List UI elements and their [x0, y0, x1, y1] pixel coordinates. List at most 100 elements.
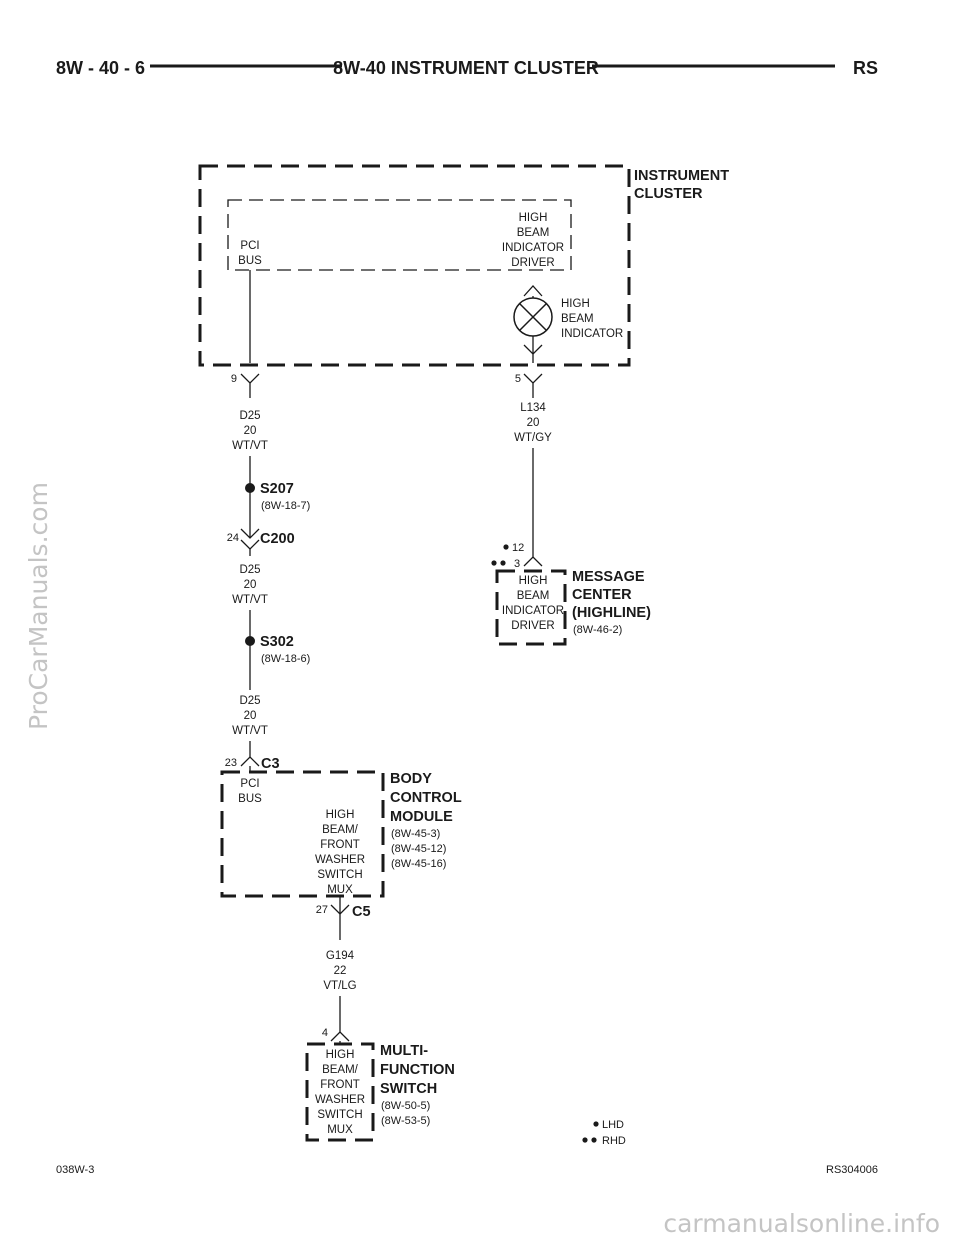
instrument-cluster: INSTRUMENT CLUSTER PCI BUS HIGH BEAM IND… — [198, 164, 729, 367]
cluster-pci-bus-1: PCI — [240, 240, 259, 252]
bcm-switch-4: WASHER — [315, 854, 365, 866]
footer-right-code: RS304006 — [826, 1164, 878, 1176]
bcm-box — [220, 770, 385, 898]
l134-gauge: 20 — [527, 417, 540, 429]
cluster-pin-9-connector — [240, 373, 260, 384]
message-center-ref: (8W-46-2) — [573, 624, 622, 636]
lamp-label-2: BEAM — [561, 313, 594, 325]
c200-connector-lower — [240, 539, 260, 550]
d25-a-color: WT/VT — [232, 440, 268, 452]
c200-pin: 24 — [227, 532, 239, 544]
instrument-cluster-title-1: INSTRUMENT — [634, 168, 729, 184]
message-center-title-2: CENTER — [572, 587, 632, 603]
c3-name: C3 — [261, 756, 280, 772]
mfs-switch-3: FRONT — [320, 1079, 360, 1091]
bcm-switch-5: SWITCH — [317, 869, 362, 881]
legend-lhd-dot — [593, 1121, 599, 1127]
c200-name: C200 — [260, 531, 295, 547]
c5-pin: 27 — [316, 904, 328, 916]
cluster-driver-4: DRIVER — [511, 257, 554, 269]
rhd-dot-2 — [500, 560, 506, 566]
lamp-connector-top — [523, 285, 543, 297]
message-center-box — [495, 569, 567, 646]
mfs-switch-4: WASHER — [315, 1094, 365, 1106]
message-center: HIGH BEAM INDICATOR DRIVER MESSAGE CENTE… — [495, 569, 651, 646]
legend-rhd-dot-2 — [591, 1137, 597, 1143]
washer-switch-circuit: 27 C5 G194 22 VT/LG 4 — [316, 896, 371, 1044]
bcm-ref-1: (8W-45-3) — [391, 828, 440, 840]
c3-connector — [240, 756, 260, 767]
mfs-pin: 4 — [322, 1027, 328, 1039]
page-code: 8W - 40 - 6 — [56, 58, 145, 78]
bcm-title-2: CONTROL — [390, 790, 462, 806]
s207-splice-dot — [245, 483, 255, 493]
d25-b-color: WT/VT — [232, 594, 268, 606]
cluster-internal-box — [227, 199, 572, 271]
lhd-dot — [503, 544, 509, 550]
cluster-driver-1: HIGH — [519, 212, 548, 224]
bottom-watermark: carmanualsonline.info — [663, 1209, 940, 1238]
footer-left-code: 038W-3 — [56, 1164, 94, 1176]
mfs-title-3: SWITCH — [380, 1081, 437, 1097]
legend-rhd-dot-1 — [582, 1137, 588, 1143]
high-beam-indicator-circuit: 5 L134 20 WT/GY 12 3 — [491, 373, 552, 570]
instrument-cluster-title-2: CLUSTER — [634, 186, 703, 202]
l134-color: WT/GY — [514, 432, 552, 444]
s207-name: S207 — [260, 481, 294, 497]
cluster-pci-bus-2: BUS — [238, 255, 262, 267]
page-footer: 038W-3 RS304006 — [56, 1164, 878, 1176]
lamp-label-3: INDICATOR — [561, 328, 623, 340]
message-center-driver-3: INDICATOR — [502, 605, 564, 617]
g194-color: VT/LG — [323, 980, 356, 992]
mfs-switch-5: SWITCH — [317, 1109, 362, 1121]
d25-c-circuit: D25 — [239, 695, 260, 707]
bcm-pci-bus-1: PCI — [240, 778, 259, 790]
legend-lhd: LHD — [602, 1119, 624, 1131]
bcm-ref-3: (8W-45-16) — [391, 858, 446, 870]
message-center-driver-2: BEAM — [517, 590, 550, 602]
message-center-pin-rhd: 3 — [514, 558, 520, 570]
message-center-connector — [523, 556, 543, 567]
mfs-ref-1: (8W-50-5) — [381, 1100, 430, 1112]
mfs-box — [305, 1042, 375, 1142]
bcm-switch-3: FRONT — [320, 839, 360, 851]
rhd-dot-1 — [491, 560, 497, 566]
g194-gauge: 22 — [334, 965, 347, 977]
c3-pin: 23 — [225, 757, 237, 769]
instrument-cluster-box — [198, 164, 631, 367]
cluster-pin-9: 9 — [231, 373, 237, 385]
s207-ref: (8W-18-7) — [261, 500, 310, 512]
s302-ref: (8W-18-6) — [261, 653, 310, 665]
legend: LHD RHD — [582, 1119, 626, 1147]
c5-name: C5 — [352, 904, 371, 920]
message-center-driver-4: DRIVER — [511, 620, 554, 632]
mfs-title-1: MULTI- — [380, 1043, 428, 1059]
mfs-ref-2: (8W-53-5) — [381, 1115, 430, 1127]
bcm-title-3: MODULE — [390, 809, 453, 825]
bcm-pci-bus-2: BUS — [238, 793, 262, 805]
body-control-module: PCI BUS HIGH BEAM/ FRONT WASHER SWITCH M… — [220, 770, 462, 898]
mfs-title-2: FUNCTION — [380, 1062, 455, 1078]
s302-splice-dot — [245, 636, 255, 646]
message-center-title-3: (HIGHLINE) — [572, 605, 651, 621]
bcm-switch-2: BEAM/ — [322, 824, 359, 836]
cluster-driver-2: BEAM — [517, 227, 550, 239]
mfs-connector — [330, 1031, 350, 1042]
d25-b-gauge: 20 — [244, 579, 257, 591]
message-center-driver-1: HIGH — [519, 575, 548, 587]
bcm-title-1: BODY — [390, 771, 432, 787]
mfs-switch-6: MUX — [327, 1124, 353, 1136]
cluster-pin-5-connector — [523, 373, 543, 384]
c200-connector-upper — [240, 528, 260, 539]
cluster-pin-5: 5 — [515, 373, 521, 385]
cluster-driver-3: INDICATOR — [502, 242, 564, 254]
d25-b-circuit: D25 — [239, 564, 260, 576]
bcm-ref-2: (8W-45-12) — [391, 843, 446, 855]
page-header: 8W - 40 - 6 8W-40 INSTRUMENT CLUSTER RS — [56, 58, 878, 78]
side-watermark: ProCarManuals.com — [24, 482, 53, 730]
d25-a-gauge: 20 — [244, 425, 257, 437]
mfs-switch-2: BEAM/ — [322, 1064, 359, 1076]
g194-circuit: G194 — [326, 950, 355, 962]
bcm-switch-6: MUX — [327, 884, 353, 896]
